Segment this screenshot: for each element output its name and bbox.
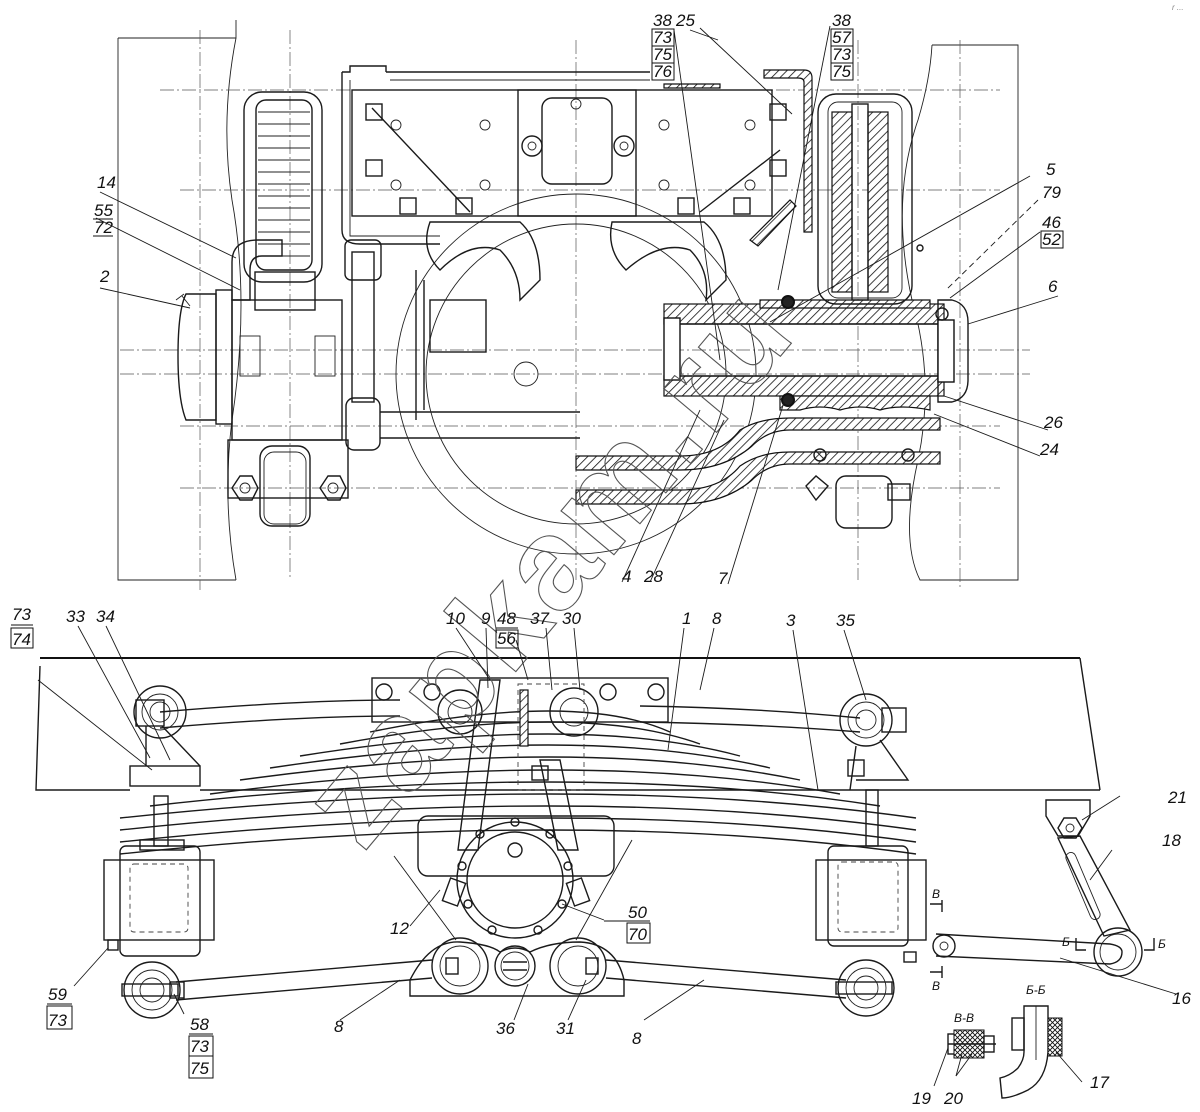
callout-16: 16: [1172, 989, 1191, 1008]
callout-48-56: 48 56: [495, 609, 519, 649]
callout-labels: 38 73 75 76 25 38 57 73 75 14 55 72 2 5 …: [10, 11, 1191, 1108]
callout-12: 12: [390, 919, 409, 938]
svg-text:56: 56: [497, 629, 516, 648]
callout-25: 25: [675, 11, 695, 30]
callout-38-57-73-75: 38 57 73 75: [830, 11, 854, 81]
leader-lines: [37, 25, 1177, 1087]
callout-30: 30: [562, 609, 581, 628]
svg-text:75: 75: [653, 45, 672, 64]
svg-text:38: 38: [653, 11, 672, 30]
callout-26: 26: [1043, 413, 1063, 432]
svg-text:72: 72: [94, 218, 113, 237]
svg-text:73: 73: [12, 605, 31, 624]
callout-7: 7: [718, 569, 728, 588]
callout-46-52: 46 52: [1040, 213, 1064, 249]
callout-6: 6: [1048, 277, 1058, 296]
callout-8-upper: 8: [712, 609, 722, 628]
callout-8-lower-right: 8: [632, 1029, 642, 1048]
callout-10: 10: [446, 609, 465, 628]
callout-73-74: 73 74: [10, 605, 34, 649]
callout-37: 37: [530, 609, 549, 628]
callout-24: 24: [1039, 440, 1059, 459]
callout-18: 18: [1162, 831, 1181, 850]
callout-55-72: 55 72: [93, 201, 113, 237]
side-view: [35, 657, 1155, 1099]
callout-20: 20: [943, 1089, 963, 1108]
callout-59-73: 59 73: [46, 985, 73, 1030]
svg-text:70: 70: [628, 925, 647, 944]
callout-50-70: 50 70: [604, 903, 651, 944]
callout-5: 5: [1046, 160, 1056, 179]
section-vv-title: В-В: [954, 1011, 974, 1025]
section-bb-title: Б-Б: [1026, 983, 1046, 997]
callout-4: 4: [622, 567, 631, 586]
section-mark-v-bottom: В: [932, 979, 940, 993]
svg-text:75: 75: [190, 1059, 209, 1078]
svg-text:75: 75: [832, 62, 851, 81]
callout-21: 21: [1167, 788, 1187, 807]
callout-1: 1: [682, 609, 691, 628]
callout-33: 33: [66, 607, 85, 626]
callout-36: 36: [496, 1019, 515, 1038]
svg-text:73: 73: [653, 28, 672, 47]
callout-34: 34: [96, 607, 115, 626]
svg-text:76: 76: [653, 62, 672, 81]
svg-text:48: 48: [497, 609, 516, 628]
svg-text:50: 50: [628, 903, 647, 922]
callout-35: 35: [836, 611, 855, 630]
corner-mark: r ...: [1172, 3, 1184, 12]
svg-text:73: 73: [190, 1037, 209, 1056]
svg-text:38: 38: [832, 11, 851, 30]
callout-38-73-75-76: 38 73 75 76: [651, 11, 675, 81]
callout-9: 9: [481, 609, 491, 628]
svg-text:46: 46: [1042, 213, 1061, 232]
callout-14: 14: [97, 173, 116, 192]
svg-text:55: 55: [94, 201, 113, 220]
callout-8-lower-left: 8: [334, 1017, 344, 1036]
section-mark-b-left: Б: [1062, 935, 1070, 949]
callout-17: 17: [1090, 1073, 1109, 1092]
section-mark-b-right: Б: [1158, 937, 1166, 951]
svg-text:73: 73: [48, 1011, 67, 1030]
callout-79: 79: [1042, 183, 1061, 202]
section-mark-v-top: В: [932, 887, 940, 901]
callout-19: 19: [912, 1089, 931, 1108]
svg-text:59: 59: [48, 985, 67, 1004]
callout-58-73-75: 58 73 75: [188, 1015, 214, 1079]
callout-31: 31: [556, 1019, 575, 1038]
callout-3: 3: [786, 611, 796, 630]
svg-text:74: 74: [12, 630, 31, 649]
callout-2: 2: [99, 267, 110, 286]
svg-text:73: 73: [832, 45, 851, 64]
svg-text:58: 58: [190, 1015, 209, 1034]
callout-28: 28: [643, 567, 663, 586]
svg-text:57: 57: [832, 28, 851, 47]
top-view: [117, 20, 1030, 590]
svg-text:52: 52: [1042, 230, 1061, 249]
